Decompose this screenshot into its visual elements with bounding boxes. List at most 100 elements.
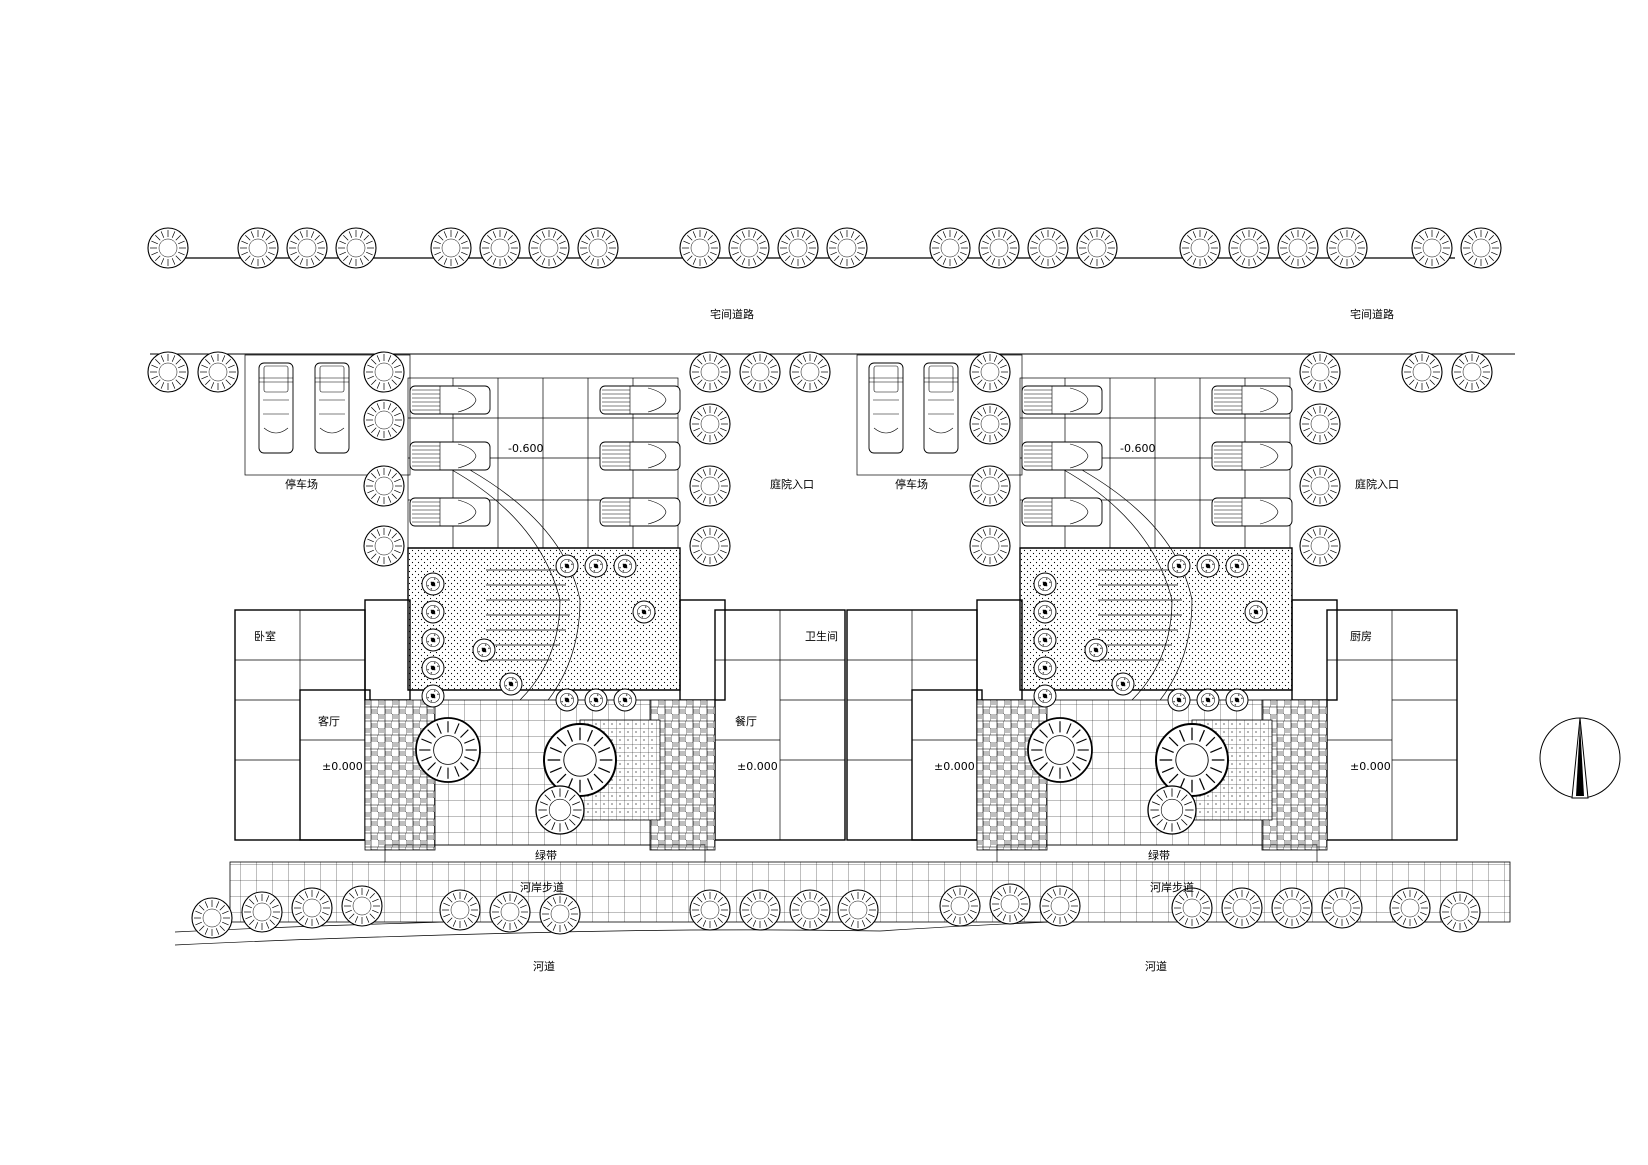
shrub-icon-8 xyxy=(613,554,637,578)
tree-icon-2 xyxy=(237,227,279,269)
room-label-bath: 卫生间 xyxy=(805,629,838,643)
river-label-west: 河道 xyxy=(533,959,555,973)
riverside-path-label-west: 河岸步道 xyxy=(520,880,564,894)
tree-icon-16 xyxy=(969,525,1011,567)
car-icon-3 xyxy=(409,497,491,527)
tree-icon-20 xyxy=(1326,227,1368,269)
car-icon-8 xyxy=(1021,441,1103,471)
tree-icon-22 xyxy=(1460,227,1502,269)
specimen-tree-west-3 xyxy=(535,785,585,835)
shrub-icon-28 xyxy=(1111,672,1135,696)
tree-icon-21 xyxy=(1401,351,1443,393)
tree-icon-9 xyxy=(789,351,831,393)
shrub-icon-14 xyxy=(499,672,523,696)
tree-icon-5 xyxy=(439,889,481,931)
shrub-icon-23 xyxy=(1244,600,1268,624)
tree-icon-5 xyxy=(363,465,405,507)
walkway-label-east: 绿带 xyxy=(1148,848,1170,862)
tree-icon-11 xyxy=(837,889,879,931)
shrub-icon-18 xyxy=(1033,656,1057,680)
tree-icon-22 xyxy=(1451,351,1493,393)
tree-icon-18 xyxy=(1228,227,1270,269)
tree-row-top xyxy=(147,227,1502,269)
tree-icon-11 xyxy=(777,227,819,269)
tree-icon-14 xyxy=(1039,885,1081,927)
room-label-kitchen: 厨房 xyxy=(1350,630,1372,643)
car-icon-11 xyxy=(1211,441,1293,471)
courtyard-label-east: 庭院入口 xyxy=(1355,477,1399,491)
tree-icon-2 xyxy=(197,351,239,393)
car-icon-1 xyxy=(258,362,294,454)
ground-level-4: ±0.000 xyxy=(1350,760,1391,773)
tree-icon-13 xyxy=(969,351,1011,393)
tree-icon-5 xyxy=(430,227,472,269)
car-icon-5 xyxy=(599,441,681,471)
shrub-icon-16 xyxy=(1033,600,1057,624)
tree-icon-15 xyxy=(1027,227,1069,269)
tree-icon-19 xyxy=(1389,887,1431,929)
shrub-icon-12 xyxy=(613,688,637,712)
shrub-icon-27 xyxy=(1084,638,1108,662)
car-icon-6 xyxy=(599,497,681,527)
tree-icon-21 xyxy=(1411,227,1453,269)
shrub-icon-20 xyxy=(1167,554,1191,578)
tree-icon-1 xyxy=(147,227,189,269)
garage-label-west: 停车场 xyxy=(285,477,318,491)
basement-level-east: -0.600 xyxy=(1120,442,1155,455)
shrub-icon-10 xyxy=(555,688,579,712)
specimen-tree-west-2 xyxy=(543,723,617,797)
tree-icon-6 xyxy=(363,525,405,567)
road-label-west: 宅间道路 xyxy=(710,307,754,321)
shrub-icon-7 xyxy=(584,554,608,578)
car-icon-10 xyxy=(1211,385,1293,415)
river-label-east: 河道 xyxy=(1145,959,1167,973)
tree-icon-10 xyxy=(728,227,770,269)
tree-icon-2 xyxy=(241,891,283,933)
shrub-icon-4 xyxy=(421,656,445,680)
ground-level-2: ±0.000 xyxy=(737,760,778,773)
tree-icon-6 xyxy=(489,891,531,933)
tree-icon-16 xyxy=(1076,227,1118,269)
room-label-living: 客厅 xyxy=(318,714,340,728)
specimen-tree-east-1 xyxy=(1027,717,1093,783)
car-icon-12 xyxy=(1211,497,1293,527)
road-label-east: 宅间道路 xyxy=(1350,307,1394,321)
car-icon-4 xyxy=(923,362,959,454)
tree-icon-7 xyxy=(539,893,581,935)
tree-icon-13 xyxy=(929,227,971,269)
shrub-icon-5 xyxy=(421,684,445,708)
tree-icon-4 xyxy=(335,227,377,269)
tree-icon-9 xyxy=(679,227,721,269)
shrub-icon-6 xyxy=(555,554,579,578)
tree-icon-4 xyxy=(363,399,405,441)
specimen-tree-east-2 xyxy=(1155,723,1229,797)
tree-icon-17 xyxy=(1271,887,1313,929)
shrub-icon-25 xyxy=(1196,688,1220,712)
tree-icon-7 xyxy=(689,351,731,393)
tree-icon-3 xyxy=(291,887,333,929)
courtyard-label-west: 庭院入口 xyxy=(770,477,814,491)
north-arrow-icon xyxy=(1539,717,1621,799)
tree-icon-17 xyxy=(1179,227,1221,269)
tree-icon-20 xyxy=(1439,891,1481,933)
tree-icon-3 xyxy=(286,227,328,269)
walkway-label-west: 绿带 xyxy=(535,848,557,862)
tree-icon-19 xyxy=(1277,227,1319,269)
shrub-icon-9 xyxy=(632,600,656,624)
specimen-tree-east-3 xyxy=(1147,785,1197,835)
tree-icon-12 xyxy=(689,525,731,567)
shrub-icon-1 xyxy=(421,572,445,596)
basement-level-west: -0.600 xyxy=(508,442,543,455)
room-label-dining: 餐厅 xyxy=(735,714,757,728)
shrub-icon-2 xyxy=(421,600,445,624)
tree-icon-3 xyxy=(363,351,405,393)
tree-icon-9 xyxy=(739,889,781,931)
tree-icon-15 xyxy=(1171,887,1213,929)
tree-icon-16 xyxy=(1221,887,1263,929)
shrub-icon-13 xyxy=(472,638,496,662)
shrub-icon-24 xyxy=(1167,688,1191,712)
shrub-icon-17 xyxy=(1033,628,1057,652)
car-icon-1 xyxy=(409,385,491,415)
shrub-icon-3 xyxy=(421,628,445,652)
tree-icon-14 xyxy=(978,227,1020,269)
